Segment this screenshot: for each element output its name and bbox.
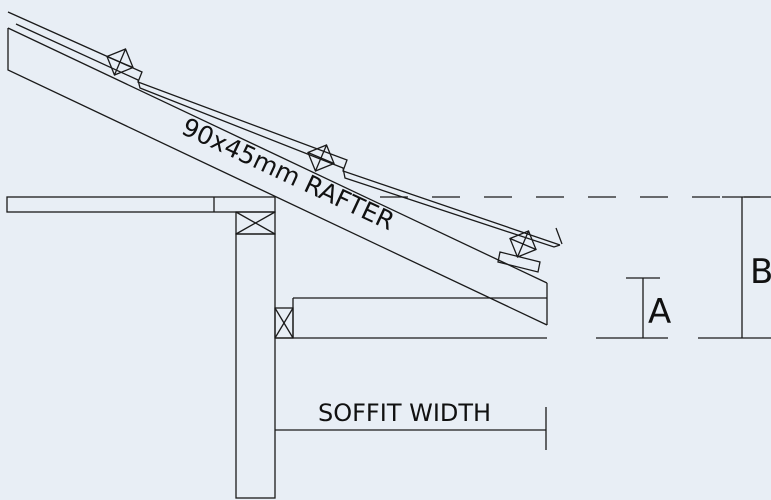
dimension-b-label: B xyxy=(750,252,771,292)
fascia-packer xyxy=(497,251,541,273)
soffit-width-dimension xyxy=(275,407,547,450)
soffit-width-label: SOFFIT WIDTH xyxy=(318,399,491,427)
rafter-label: 90x45mm RAFTER xyxy=(177,112,399,236)
batten-3 xyxy=(509,230,537,258)
batten-1 xyxy=(106,48,134,76)
soffit-bearer xyxy=(274,307,294,339)
wall-stud xyxy=(235,233,276,499)
dimension-a-label: A xyxy=(648,292,671,332)
dimension-b xyxy=(698,196,771,339)
soffit-lining xyxy=(275,297,547,339)
rafter xyxy=(7,27,548,326)
dimension-a xyxy=(596,277,668,339)
ceiling-joist xyxy=(6,196,276,213)
top-plate xyxy=(235,211,276,235)
batten-2 xyxy=(307,144,335,172)
